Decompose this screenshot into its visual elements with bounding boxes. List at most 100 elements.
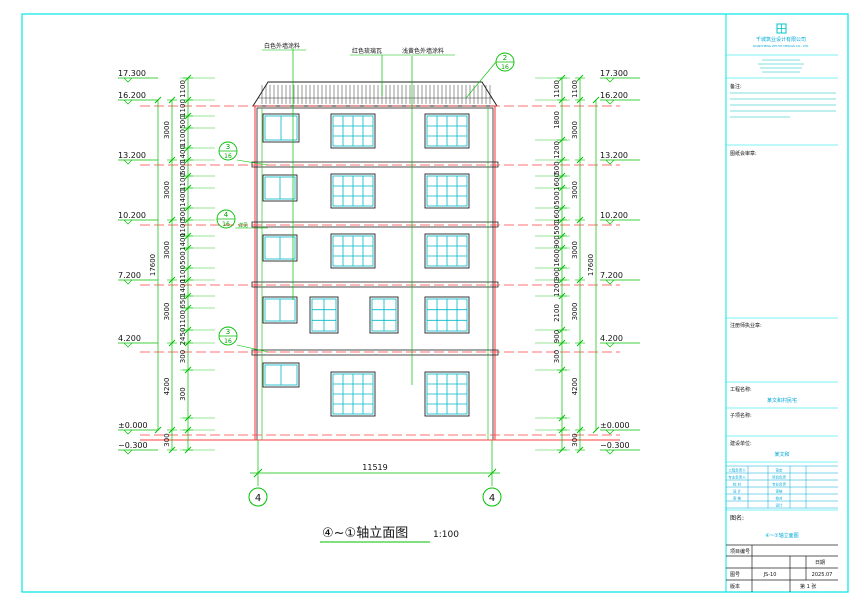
window-small bbox=[262, 234, 298, 262]
dimension-label: 500 bbox=[179, 115, 187, 128]
elevation-label: 13.200 bbox=[118, 151, 146, 160]
elevation-label: −0.300 bbox=[118, 441, 148, 450]
dimension-label: 1200 bbox=[553, 141, 561, 159]
label-white-paint: 白色外墙涂料 bbox=[264, 42, 300, 50]
dimension-label: 1400 bbox=[179, 279, 187, 297]
dimension-label: 500 bbox=[179, 207, 187, 220]
dimension-label: 500 bbox=[553, 161, 561, 174]
svg-text:16: 16 bbox=[224, 338, 232, 345]
dimension-label: 1100 bbox=[179, 173, 187, 191]
dimension-label: 500 bbox=[179, 161, 187, 174]
dimension-label: 3000 bbox=[163, 241, 171, 259]
detail-callout-1: 2 16 bbox=[465, 52, 515, 99]
svg-text:16: 16 bbox=[224, 153, 232, 160]
dimension-label: 1100 bbox=[179, 99, 187, 117]
dimension-label: 1400 bbox=[179, 145, 187, 163]
elevation-label: 4.200 bbox=[118, 334, 141, 343]
elevation-label: 13.200 bbox=[600, 151, 628, 160]
page-label: 第 1 张 bbox=[800, 583, 816, 590]
elevation-label: 10.200 bbox=[118, 211, 146, 220]
svg-text:4: 4 bbox=[224, 211, 229, 219]
sheet-label: 图号 bbox=[730, 572, 740, 578]
dimension-label: 300 bbox=[553, 350, 561, 363]
window-large bbox=[424, 233, 470, 269]
review-label: 图纸会审章: bbox=[730, 150, 757, 157]
role-label: 专业负责 bbox=[772, 482, 786, 487]
role-label: 专业负责人 bbox=[728, 475, 746, 480]
elevation-label: 17.300 bbox=[600, 69, 628, 78]
elevation-label: ±0.000 bbox=[118, 421, 148, 430]
owner-label: 建设单位: bbox=[730, 440, 752, 447]
dimension-label: 900 bbox=[553, 267, 561, 280]
elevation-label: −0.300 bbox=[600, 441, 630, 450]
window-large bbox=[330, 233, 376, 269]
role-label: 设 计 bbox=[733, 489, 742, 494]
dimension-label: 1100 bbox=[179, 219, 187, 237]
dimension-label: 500 bbox=[179, 251, 187, 264]
elevation-label: 4.200 bbox=[600, 334, 623, 343]
company-name: 千城筑业设计有限公司 bbox=[756, 36, 806, 43]
dimension-label: 1100 bbox=[179, 80, 187, 98]
dimension-label: 1100 bbox=[553, 80, 561, 98]
window-small bbox=[262, 362, 300, 388]
dimension-label: 1400 bbox=[179, 189, 187, 207]
elevation-label: 16.200 bbox=[118, 91, 146, 100]
dimension-label: 500 bbox=[553, 191, 561, 204]
role-label: 校对 bbox=[776, 496, 784, 501]
sheet-no: JS-10 bbox=[763, 572, 777, 578]
dimension-label: 3000 bbox=[163, 121, 171, 139]
role-label: 审核 bbox=[776, 489, 784, 494]
sheet-no-label: 项目编号 bbox=[730, 548, 750, 555]
detail-callout-4: 3 16 bbox=[218, 326, 269, 353]
dimension-label: 900 bbox=[553, 330, 561, 343]
dimension-label: 300 bbox=[179, 350, 187, 363]
sign-label: 注册师执业章: bbox=[730, 322, 762, 329]
drawing-title: ④~①轴立面图 1:100 bbox=[320, 526, 459, 543]
drawing-title-text: ④~①轴立面图 bbox=[322, 526, 408, 541]
outer-frame bbox=[21, 13, 849, 593]
window-medium bbox=[309, 296, 339, 334]
window-large bbox=[424, 296, 470, 334]
window-large bbox=[424, 173, 470, 209]
svg-text:2: 2 bbox=[503, 54, 507, 62]
dimension-label: 1600 bbox=[553, 249, 561, 267]
level-lines bbox=[140, 105, 620, 436]
company-logo bbox=[776, 23, 787, 34]
right-dimensions: 17.30016.20013.20010.2007.2004.200±0.000… bbox=[535, 69, 640, 455]
dimension-label: 1100 bbox=[179, 129, 187, 147]
role-label: 校 对 bbox=[733, 482, 742, 487]
svg-text:3: 3 bbox=[226, 143, 230, 151]
role-label: 设计 bbox=[776, 503, 784, 508]
drawing-scale: 1:100 bbox=[433, 530, 459, 540]
label-yellow-paint: 浅黄色外墙涂料 bbox=[402, 47, 444, 55]
drawing-label: 图名: bbox=[730, 514, 744, 522]
date-label: 日期 bbox=[815, 560, 825, 566]
company-small-text bbox=[758, 59, 804, 73]
role-label: 项目负责 bbox=[772, 475, 786, 480]
dimension-label: 500 bbox=[553, 221, 561, 234]
right-total-dimension: 17600 bbox=[587, 254, 595, 276]
material-labels: 白色外墙涂料 红色琉璃瓦 浅黄色外墙涂料 bbox=[262, 42, 455, 385]
title-block: 千城筑业设计有限公司 QIANCHENG ZHUYE DESIGN CO., L… bbox=[726, 23, 838, 592]
detail-callout-2: 3 16 bbox=[218, 141, 269, 166]
dimension-label: 3000 bbox=[571, 121, 579, 139]
axis-bubble-left: 4 bbox=[248, 487, 268, 507]
bottom-dim-text: 11519 bbox=[362, 463, 387, 472]
elevation-label: 7.200 bbox=[118, 271, 141, 280]
elevation-label: 17.300 bbox=[118, 69, 146, 78]
windows bbox=[262, 113, 470, 417]
window-small bbox=[262, 113, 300, 143]
dimension-label: 300 bbox=[163, 433, 171, 446]
dimension-label: 1100 bbox=[179, 265, 187, 283]
dimension-label: 3000 bbox=[163, 181, 171, 199]
svg-text:3: 3 bbox=[226, 328, 230, 336]
svg-text:16: 16 bbox=[501, 64, 509, 71]
svg-text:4: 4 bbox=[255, 493, 261, 504]
dimension-label: 3000 bbox=[571, 303, 579, 321]
sheet-info-table bbox=[726, 545, 838, 592]
dimension-label: 3000 bbox=[571, 181, 579, 199]
window-large bbox=[330, 113, 376, 149]
notes-label: 备注: bbox=[730, 83, 742, 90]
window-small bbox=[262, 174, 298, 202]
